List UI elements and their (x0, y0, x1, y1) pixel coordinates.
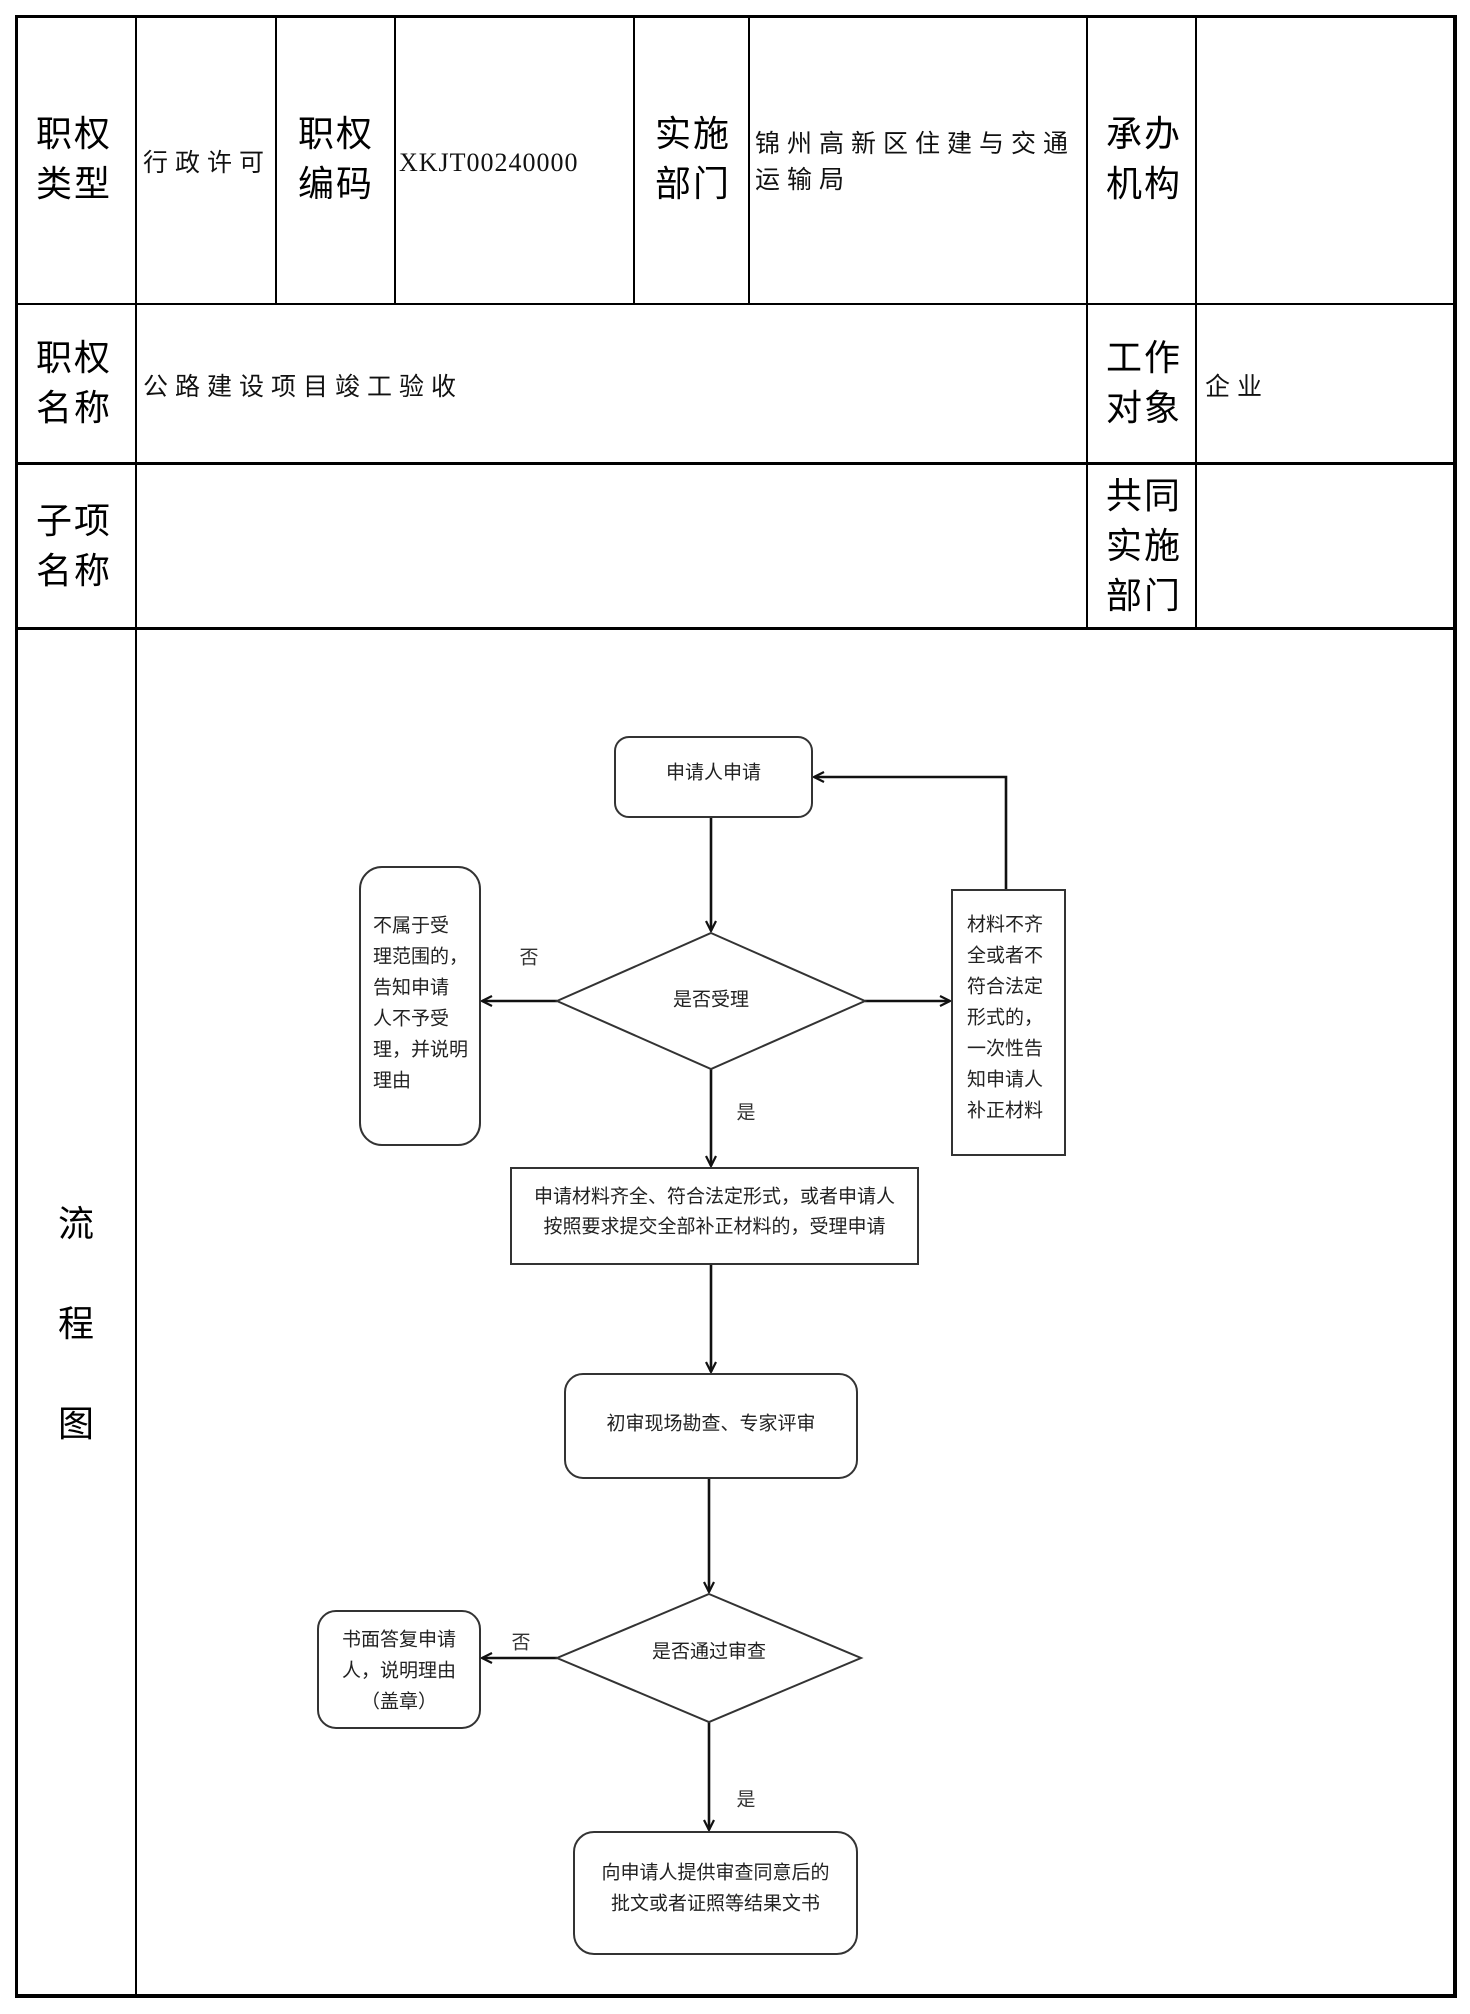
flow-node-text: 申请材料齐全、符合法定形式，或者申请人 (534, 1186, 895, 1208)
flow-node-text: 书面答复申请 (342, 1629, 456, 1651)
decision-diamond (554, 1592, 864, 1724)
code-label: 职权 编码 (298, 114, 375, 205)
flow-edge-label: 是 (736, 1789, 755, 1811)
flow-node-text: 材料不齐 (967, 914, 1043, 936)
type-label: 职权 类型 (36, 114, 113, 205)
row-divider-3 (15, 627, 1457, 630)
type-value: 行政许可 (143, 148, 272, 177)
target-label: 工作 对象 (1106, 338, 1183, 429)
col-divider-right-label-a (1086, 15, 1088, 628)
flow-node-pass-decision: 是否通过审查 (554, 1592, 864, 1724)
col-divider-label (135, 15, 137, 1998)
name-label: 职权 名称 (36, 338, 113, 429)
flowchart-label-char-2: 程 (57, 1304, 94, 1345)
table-border-left (15, 15, 18, 1998)
flow-node-text: 告知申请 (373, 977, 449, 999)
table-border-right (1453, 15, 1457, 1998)
flow-node-text: 知申请人 (967, 1069, 1043, 1091)
flow-node-text: 初审现场勘查、专家评审 (606, 1413, 815, 1435)
flow-node-text: 人不予受 (373, 1008, 449, 1030)
process-box (951, 889, 1066, 1156)
process-box-rounded (614, 736, 813, 818)
flow-node-text: 理范围的， (373, 946, 468, 968)
flow-node-text: 一次性告 (967, 1038, 1043, 1060)
flow-node-accept-decision: 是否受理 (554, 931, 868, 1071)
org-label: 承办 机构 (1106, 114, 1183, 205)
sub-item-label: 子项 名称 (36, 501, 113, 592)
joint-dept-label: 共同 实施 部门 (1106, 476, 1183, 617)
row-divider-2 (15, 462, 1457, 465)
flow-node-text: 是否受理 (673, 989, 749, 1011)
name-value: 公路建设项目竣工验收 (143, 372, 464, 401)
decision-diamond (554, 931, 868, 1071)
flow-node-text: 按照要求提交全部补正材料的，受理申请 (543, 1216, 885, 1238)
dept-label: 实施 部门 (655, 114, 732, 205)
flowchart-label-char-3: 图 (57, 1404, 94, 1445)
flow-node-text: （盖章） (361, 1691, 437, 1713)
flow-edge-label: 是 (736, 1102, 755, 1124)
flow-node-text: 是否通过审查 (652, 1641, 766, 1663)
col-divider-r1-4 (633, 15, 635, 305)
col-divider-right-label-b (1195, 15, 1197, 628)
flow-node-text: 全或者不 (967, 945, 1043, 967)
flow-node-text: 向申请人提供审查同意后的 (601, 1862, 829, 1884)
flow-edge-label: 否 (511, 1632, 530, 1654)
flow-edge-label: 否 (519, 947, 538, 969)
dept-value: 锦州高新区住建与交通运输局 (755, 129, 1076, 194)
flow-node-text: 补正材料 (967, 1100, 1043, 1122)
flow-node-apply: 申请人申请 (614, 736, 813, 818)
col-divider-r1-5 (748, 15, 750, 305)
flowchart-label-char-1: 流 (57, 1204, 94, 1245)
flow-edge-supplement-to-apply (814, 777, 1008, 890)
flow-node-text: 形式的， (967, 1007, 1043, 1029)
col-divider-r1-3 (394, 15, 396, 305)
flow-node-text: 申请人申请 (666, 762, 761, 784)
process-box (510, 1167, 919, 1265)
col-divider-r1-2 (275, 15, 277, 305)
flow-node-text: 批文或者证照等结果文书 (611, 1893, 820, 1915)
table-border-top (15, 15, 1457, 18)
flow-node-review: 初审现场勘查、专家评审 (564, 1373, 858, 1479)
target-value: 企业 (1205, 372, 1270, 401)
table-border-bottom (15, 1994, 1457, 1998)
flow-node-text: 人，说明理由 (342, 1660, 456, 1682)
row-divider-1 (15, 303, 1457, 305)
process-box-rounded (573, 1831, 858, 1955)
process-box-rounded (359, 866, 481, 1146)
flow-node-text: 不属于受 (373, 915, 449, 937)
flow-node-text: 理，并说明 (373, 1039, 468, 1061)
flow-node-text: 符合法定 (967, 976, 1043, 998)
code-value: XKJT00240000 (399, 148, 579, 177)
flow-node-text: 理由 (373, 1070, 411, 1092)
process-box-rounded (564, 1373, 858, 1479)
process-box-rounded (317, 1610, 481, 1729)
